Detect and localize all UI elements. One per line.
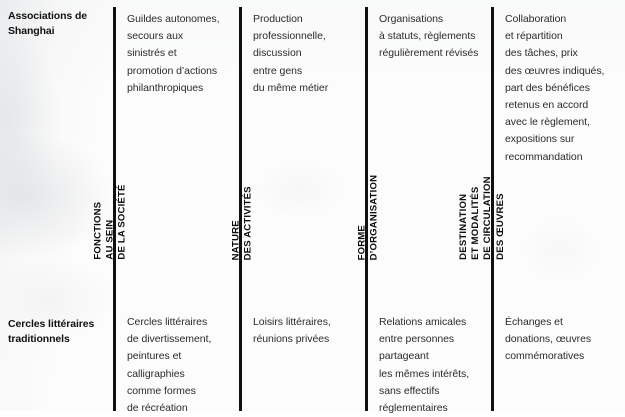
cell-line: Relations amicales [379,316,467,328]
cell-line: et répartition [505,30,563,43]
cell-line: des tâches, prix [505,47,578,60]
cell-line: partageant [379,350,429,363]
column-rule-1 [113,7,116,411]
cell-line: calligraphies [127,367,185,380]
row-label-associations: Associations de Shanghai [8,9,108,38]
cell-line: retenus en accord [505,99,589,112]
cell-associations-forme: Organisations à statuts, règlements régu… [379,11,491,63]
column-rule-2 [239,7,242,411]
row-label-cercles-line-2: traditionnels [8,332,70,345]
cell-line: entre personnes [379,333,455,346]
category-heading-line: AU SEIN [104,220,116,260]
cell-associations-destination: Collaboration et répartition des tâches,… [505,11,620,166]
cell-line: entre gens [253,64,303,77]
category-heading-nature: NATURE DES ACTIVITÉS [231,186,255,260]
category-heading-destination: DESTINATION ET MODALITÉS DE CIRCULATION … [458,177,507,260]
cell-line: commémoratives [505,350,585,363]
cell-line: réunions privées [253,333,330,346]
cell-line: philanthropiques [127,81,204,94]
row-label-associations-line-1: Associations [8,10,73,22]
category-heading-line: FONCTIONS [92,202,104,260]
cell-cercles-forme: Relations amicales entre personnes parta… [379,314,491,417]
column-rule-3 [365,7,368,411]
cell-associations-nature: Production professionnelle, discussion e… [253,11,363,97]
category-heading-line: DESTINATION [458,194,470,260]
cell-line: donations, œuvres [505,333,592,346]
cell-line: de récréation [127,402,188,415]
cell-line: Organisations [379,13,444,25]
cell-line: part des bénéfices [505,81,590,94]
category-heading-forme: FORME D’ORGANISATION [357,174,381,260]
cell-line: secours aux [127,30,184,43]
cell-line: peintures et [127,350,182,363]
cell-line: régulièrement révisés [379,47,479,60]
category-heading-line: ET MODALITÉS [470,186,482,260]
cell-line: Guildes autonomes, [127,13,220,25]
cell-line: Loisirs littéraires, [253,316,331,328]
cell-cercles-nature: Loisirs littéraires, réunions privées [253,314,363,348]
cell-line: recommandation [505,150,583,163]
cell-line: comme formes [127,384,196,397]
category-heading-line: FORME [356,224,368,260]
cell-line: réglementaires [379,402,448,415]
cell-line: expositions sur [505,133,575,146]
category-heading-fonctions: FONCTIONS AU SEIN DE LA SOCIÉTÉ [92,185,129,260]
row-label-associations-line-2: de Shanghai [8,10,88,37]
cell-line: de divertissement, [127,333,212,346]
cell-line: promotion d’actions [127,64,218,77]
cell-line: professionnelle, [253,30,326,43]
cell-cercles-fonctions: Cercles littéraires de divertissement, p… [127,314,237,417]
cell-line: sans effectifs [379,384,440,397]
cell-line: Cercles littéraires [127,316,208,328]
cell-line: discussion [253,47,302,60]
cell-line: avec le règlement, [505,116,590,129]
category-heading-line: DES ŒUVRES [494,193,506,260]
cell-line: Production [253,13,303,25]
category-heading-line: D’ORGANISATION [368,174,380,260]
category-heading-line: DE LA SOCIÉTÉ [116,184,128,260]
row-label-cercles-line-1: Cercles littéraires [8,318,95,330]
cell-line: des œuvres indiqués, [505,64,605,77]
cell-line: sinistrés et [127,47,177,60]
cell-line: les mêmes intérêts, [379,367,470,380]
cell-cercles-destination: Échanges et donations, œuvres commémorat… [505,314,620,366]
cell-line: du même métier [253,81,329,94]
column-rule-4 [491,7,494,411]
cell-associations-fonctions: Guildes autonomes, secours aux sinistrés… [127,11,237,97]
row-label-cercles-litteraires: Cercles littéraires traditionnels [8,317,108,346]
category-heading-line: NATURE [230,219,242,260]
cell-line: Échanges et [505,316,563,328]
category-heading-line: DES ACTIVITÉS [242,185,254,260]
cell-line: Collaboration [505,13,567,25]
category-heading-line: DE CIRCULATION [482,176,494,260]
cell-line: à statuts, règlements [379,30,476,43]
